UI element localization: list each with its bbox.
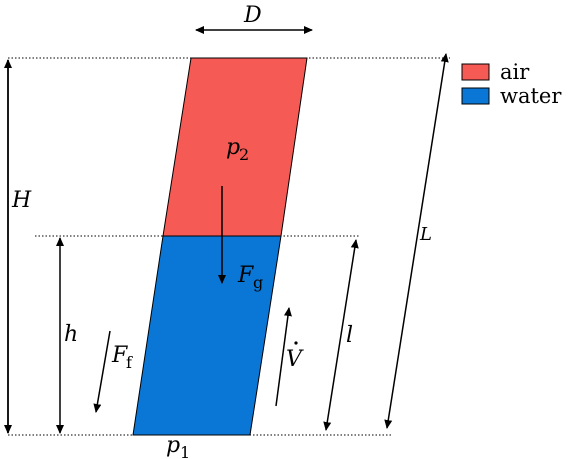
l-total-label: L: [419, 224, 432, 245]
p2-main: p: [226, 135, 240, 160]
vdot-main: V: [286, 347, 304, 372]
legend-water-swatch: [461, 87, 490, 105]
l-total-arrow: [384, 53, 449, 429]
p2-label: p 2: [226, 135, 249, 164]
legend: air water: [461, 60, 562, 108]
p1-label: p 1: [166, 433, 190, 459]
gravity-force-label: F g: [237, 263, 263, 292]
p1-sub: 1: [180, 443, 190, 459]
p1-main: p: [166, 433, 180, 458]
legend-air-label: air: [500, 60, 530, 84]
flow-rate-label: V: [286, 341, 304, 372]
legend-air-swatch: [461, 63, 490, 81]
ff-sub: f: [126, 353, 133, 372]
h-total-label: H: [11, 188, 32, 213]
fg-sub: g: [253, 273, 263, 292]
vdot-dot: [294, 341, 298, 345]
legend-water-label: water: [500, 84, 562, 108]
d-label: D: [243, 3, 262, 28]
friction-force-label: F f: [111, 343, 133, 372]
ff-main: F: [111, 343, 128, 368]
h-water-label: h: [64, 322, 78, 347]
l-water-label: l: [346, 323, 353, 348]
p2-sub: 2: [239, 145, 249, 164]
water-region: [132, 235, 282, 436]
friction-force-arrow: [93, 330, 111, 413]
flow-rate-arrow: [275, 307, 292, 407]
fg-main: F: [237, 263, 254, 288]
l-water-arrow: [323, 239, 359, 431]
